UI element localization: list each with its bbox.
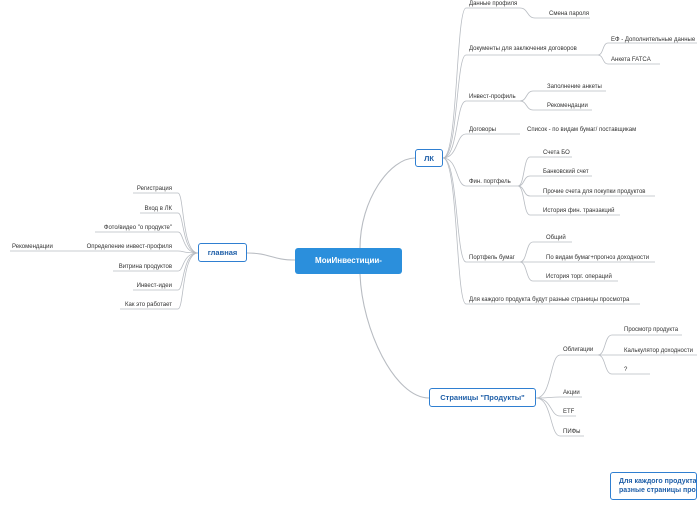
connector-line-3 [442,7,520,159]
connector-line-34 [597,334,682,356]
connector-line-19 [519,241,572,263]
topic-change-password[interactable]: Смена пароля [549,11,589,17]
connector-line-28 [120,252,199,310]
connector-line-1 [359,157,416,249]
connector-line-21 [519,261,618,282]
topic-each-product[interactable]: Для каждого продукта будут разные страни… [469,297,630,303]
node-products[interactable]: Страницы "Продукты" [429,388,536,407]
topic-contracts-list[interactable]: Список - по видам бумаг/ поставщикам [527,127,637,133]
topic-securities-portfolio[interactable]: Портфель бумаг [469,255,515,261]
topic-fill-form[interactable]: Заполнение анкеты [547,84,602,90]
connector-line-31 [535,396,582,399]
root-node[interactable]: МоиИнвестиции- [295,248,402,274]
node-main[interactable]: главная [198,243,247,262]
connector-line-15 [517,156,572,187]
topic-view-product[interactable]: Просмотр продукта [624,327,679,333]
connector-line-8 [442,157,520,263]
topic-define-profile[interactable]: Определение инвест-профиля [86,244,172,250]
topic-contracts[interactable]: Договоры [469,127,496,133]
connector-line-25 [80,250,199,254]
connector-line-22 [133,192,199,254]
topic-showcase[interactable]: Витрина продуктов [118,264,172,270]
topic-bo-accounts[interactable]: Счета БО [543,150,570,156]
topic-calculator[interactable]: Калькулятор доходности [624,348,693,354]
topic-registration[interactable]: Регистрация [136,186,172,192]
topic-trade-history[interactable]: История торг. операций [546,274,612,280]
topic-recommendations-lk[interactable]: Рекомендации [547,103,588,109]
connector-line-11 [597,42,697,56]
note-line-1: Для каждого продукта будут [619,478,697,485]
connector-line-0 [246,252,296,261]
connector-line-9 [442,157,640,305]
connector-line-10 [519,7,590,19]
connector-line-32 [535,397,576,417]
topic-question[interactable]: ? [624,367,628,373]
topic-stocks[interactable]: Акции [563,390,580,396]
topic-photo[interactable]: Фото/видео "о продукте" [103,225,172,231]
topic-other-accounts[interactable]: Прочие счета для покупки продуктов [543,189,646,195]
connector-line-14 [519,100,592,111]
topic-documents[interactable]: Документы для заключения договоров [469,46,577,52]
topic-bonds[interactable]: Облигации [563,347,594,353]
connector-line-5 [442,100,520,159]
connector-line-33 [535,397,584,437]
topic-ideas[interactable]: Инвест-идеи [136,283,172,289]
topic-recommendations-main[interactable]: Рекомендации [12,244,53,250]
topic-general[interactable]: Общий [546,235,566,241]
connector-line-6 [442,133,520,159]
topic-etf[interactable]: ETF [563,409,575,415]
topic-pif[interactable]: ПИФы [563,429,581,435]
topic-fin-history[interactable]: История фин. транзакций [543,208,615,214]
connector-line-7 [442,157,518,187]
connector-line-2 [359,273,430,399]
node-lk[interactable]: ЛК [415,149,443,167]
connector-line-30 [535,354,598,399]
connector-line-13 [519,90,606,102]
note-line-2: разные страницы просмотра [619,487,696,494]
topic-data-profile[interactable]: Данные профиля [469,1,518,7]
topic-bank-account[interactable]: Банковский счет [543,169,589,175]
floating-note[interactable]: Для каждого продукта будут разные страни… [610,472,697,500]
connector-line-36 [597,354,650,375]
topic-invest-profile[interactable]: Инвест-профиль [469,94,516,100]
topic-ef[interactable]: ЕФ - Дополнительные данные [611,37,696,43]
topic-how[interactable]: Как это работает [125,302,172,308]
connector-line-12 [597,54,660,65]
connector-line-18 [517,185,620,216]
topic-login[interactable]: Вход в ЛК [144,206,172,212]
connector-line-4 [442,54,598,159]
topic-fin-portfolio[interactable]: Фин. портфель [469,179,511,185]
connector-line-23 [140,212,199,254]
connector-line-24 [95,231,199,254]
topic-fatca[interactable]: Анкета FATCA [611,57,651,63]
topic-by-type[interactable]: По видам бумаг+прогноз доходности [546,255,650,261]
connector-line-16 [517,175,592,187]
